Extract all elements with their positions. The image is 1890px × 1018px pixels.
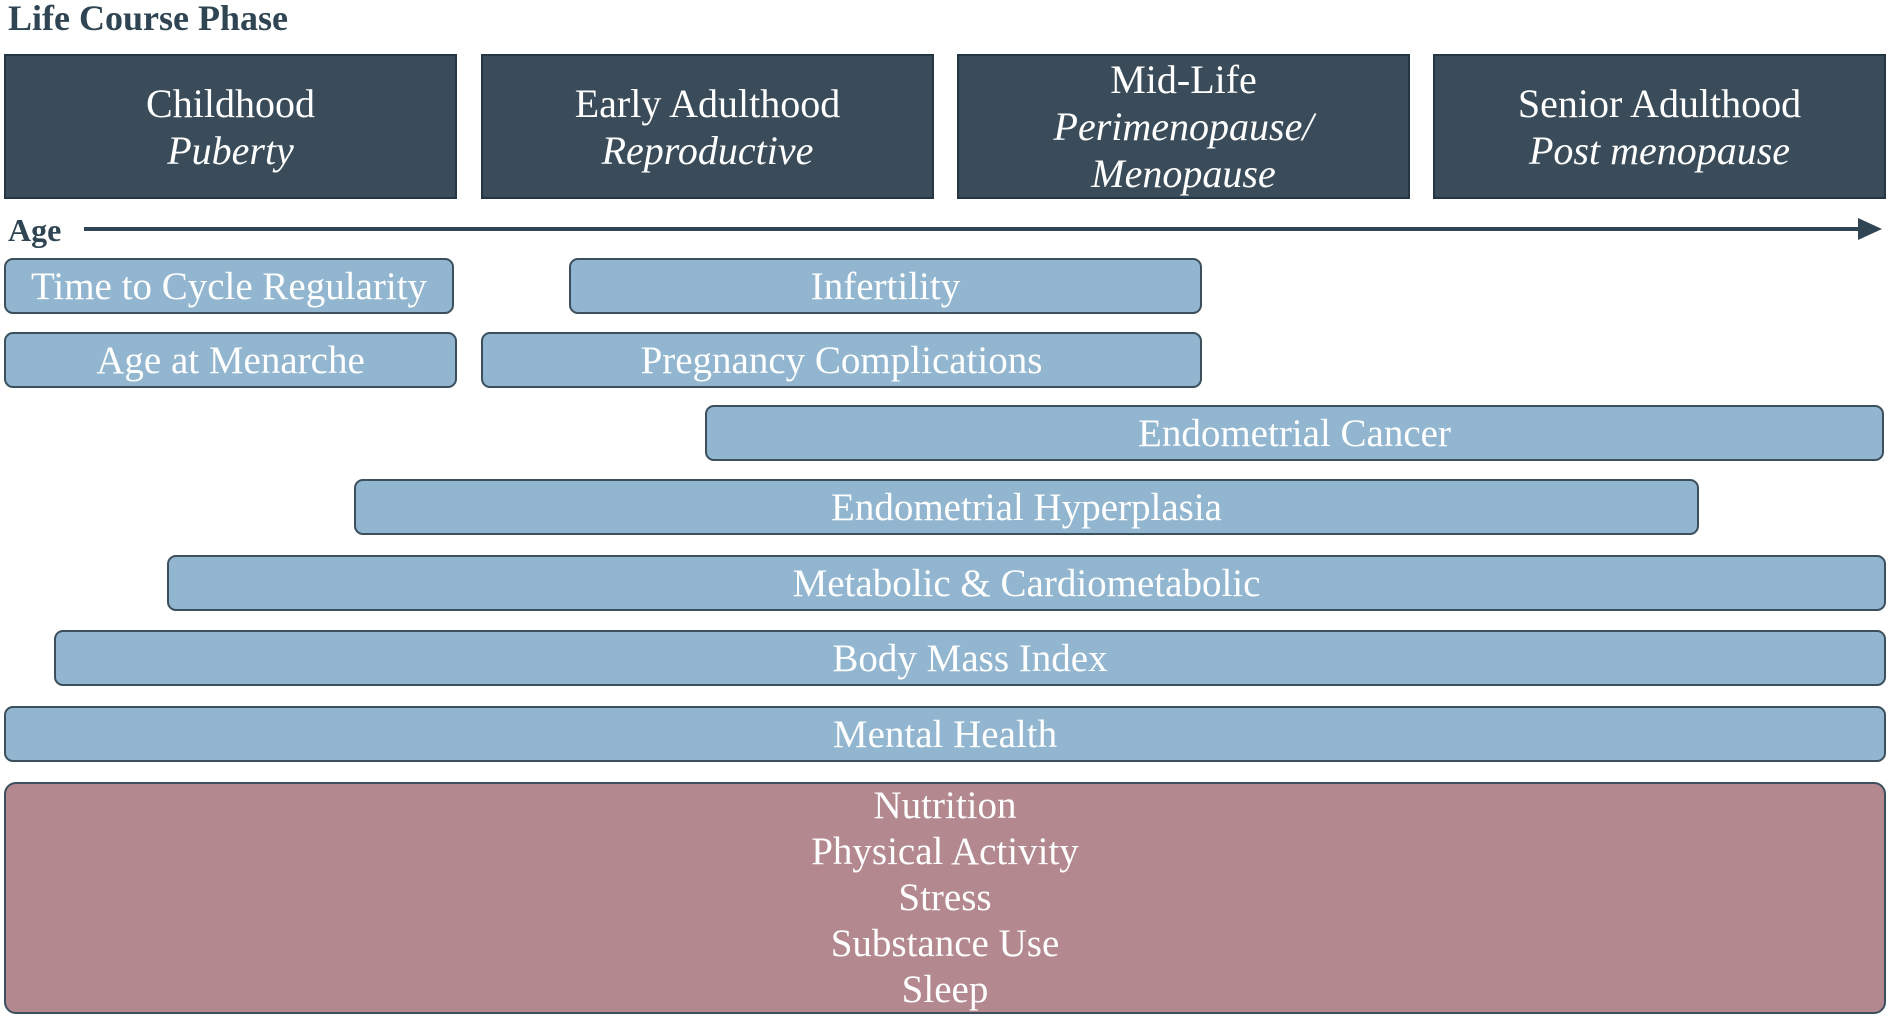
phase-subtitle: Puberty <box>167 127 294 173</box>
phase-early-adulthood: Early Adulthood Reproductive <box>481 54 934 199</box>
bar-body-mass-index: Body Mass Index <box>54 630 1886 686</box>
arrow-right-icon <box>1858 218 1882 240</box>
diagram-title: Life Course Phase <box>8 0 288 38</box>
bar-endometrial-cancer: Endometrial Cancer <box>705 405 1884 461</box>
bar-pregnancy-complications: Pregnancy Complications <box>481 332 1202 388</box>
bar-mental-health: Mental Health <box>4 706 1886 762</box>
phase-subtitle: Perimenopause/ Menopause <box>1053 104 1314 196</box>
phase-name: Childhood <box>146 80 315 126</box>
bar-metabolic-cardiometabolic: Metabolic & Cardiometabolic <box>167 555 1886 611</box>
age-axis-line <box>84 227 1859 231</box>
phase-childhood: Childhood Puberty <box>4 54 457 199</box>
bar-time-to-cycle-regularity: Time to Cycle Regularity <box>4 258 454 314</box>
phase-mid-life: Mid-Life Perimenopause/ Menopause <box>957 54 1410 199</box>
axis-label: Age <box>8 212 62 248</box>
lifestyle-item: Physical Activity <box>811 830 1079 873</box>
bar-age-at-menarche: Age at Menarche <box>4 332 457 388</box>
lifestyle-item: Substance Use <box>830 922 1060 965</box>
bar-infertility: Infertility <box>569 258 1202 314</box>
lifestyle-factors-box: Nutrition Physical Activity Stress Subst… <box>4 782 1886 1014</box>
lifestyle-item: Stress <box>898 876 992 919</box>
lifestyle-item: Nutrition <box>873 784 1017 827</box>
phase-name: Senior Adulthood <box>1517 80 1802 126</box>
phase-name: Early Adulthood <box>574 80 841 126</box>
bar-endometrial-hyperplasia: Endometrial Hyperplasia <box>354 479 1699 535</box>
lifestyle-item: Sleep <box>901 968 989 1011</box>
phase-subtitle: Reproductive <box>601 127 814 173</box>
phase-senior-adulthood: Senior Adulthood Post menopause <box>1433 54 1886 199</box>
phase-name: Mid-Life <box>1110 57 1257 102</box>
phase-subtitle: Post menopause <box>1528 127 1791 173</box>
